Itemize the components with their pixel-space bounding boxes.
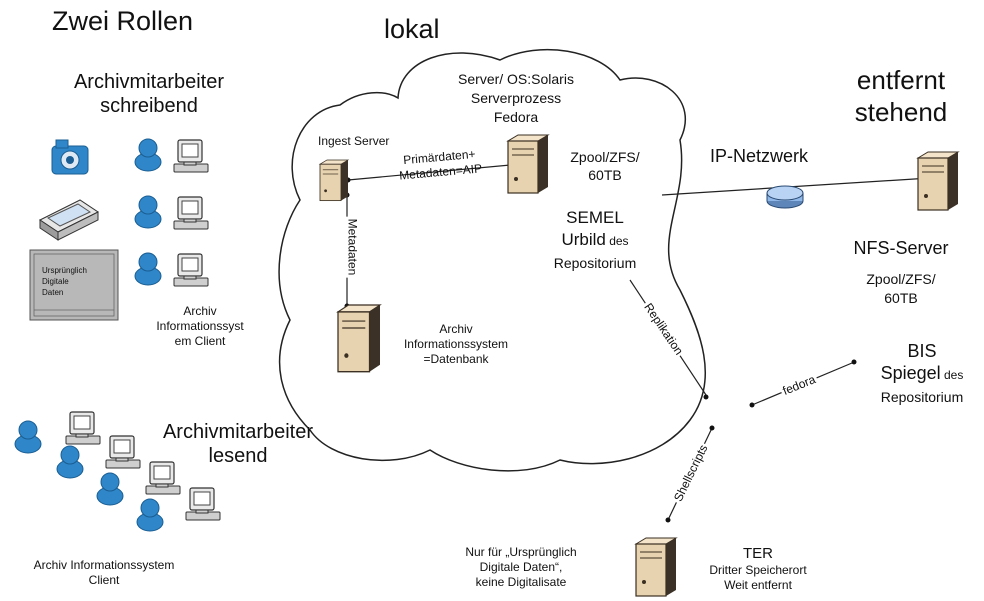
aip-link (347, 164, 511, 181)
server-icon (507, 134, 549, 194)
database-server-icon (337, 304, 381, 373)
ingest-server-icon (319, 159, 349, 202)
ip-network-label: IP-Netzwerk (710, 146, 809, 166)
local-cloud (278, 48, 707, 472)
ter-server-icon (635, 537, 677, 597)
bis-label: BIS Spiegel des Repositorium (880, 341, 964, 405)
nfs-server-title: NFS-Server (853, 238, 949, 258)
local-label: lokal (384, 14, 440, 44)
zpool-local-label: Zpool/ZFS/60TB (570, 149, 640, 183)
scanner-icon (39, 199, 99, 241)
ingest-server-label: Ingest Server (318, 134, 390, 148)
camera-icon (51, 139, 89, 175)
source-data-box (29, 249, 119, 321)
semel-label: SEMEL Urbild des Repositorium (553, 208, 637, 271)
nfs-server-icon (917, 151, 959, 211)
user-workstation-icon (134, 138, 209, 287)
metadata-label: Metadaten (345, 216, 360, 278)
diagram-title: Zwei Rollen (52, 6, 194, 36)
network-line (661, 177, 931, 196)
nfs-zpool-label: Zpool/ZFS/60TB (866, 271, 936, 306)
network-hub-icon (766, 185, 804, 209)
